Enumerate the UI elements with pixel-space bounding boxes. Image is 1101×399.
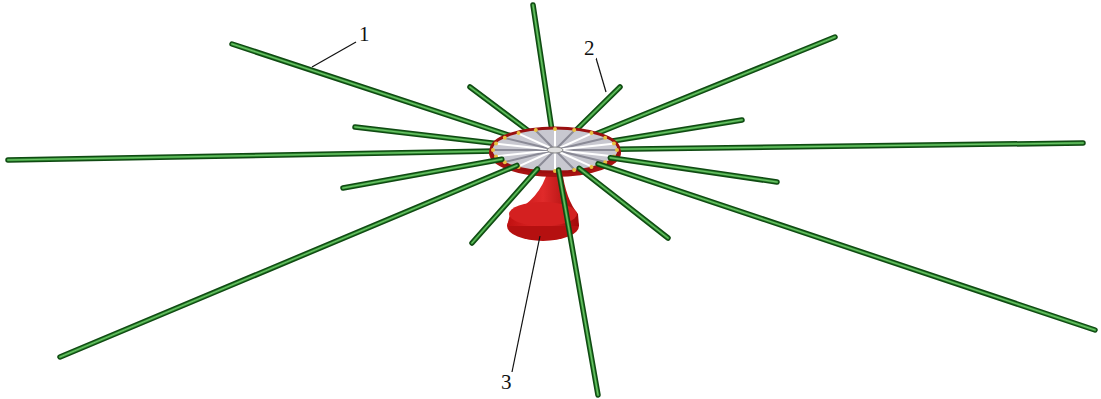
radial-rod xyxy=(559,170,598,395)
rod-stroke xyxy=(559,170,598,395)
radial-rod xyxy=(472,169,537,243)
rod-stroke xyxy=(579,168,668,238)
rod-mount xyxy=(589,165,593,169)
rod-stroke xyxy=(472,169,537,243)
rod-stroke xyxy=(60,165,517,357)
radial-rod xyxy=(60,165,517,357)
rod-stroke xyxy=(575,87,620,131)
radial-rod xyxy=(575,87,620,131)
rod-stroke xyxy=(343,159,502,188)
rod-mount xyxy=(603,136,607,140)
rod-mount xyxy=(572,128,576,132)
rod-stroke xyxy=(598,164,1095,330)
rod-stroke xyxy=(610,158,777,182)
radial-rod xyxy=(470,87,530,132)
rod-stroke xyxy=(559,170,598,395)
rod-stroke xyxy=(615,143,1083,149)
radial-rod xyxy=(343,159,502,188)
rod-stroke xyxy=(598,164,1095,330)
rod-stroke xyxy=(575,87,620,131)
rod-stroke xyxy=(472,169,537,243)
callout-number: 3 xyxy=(500,372,513,393)
rod-stroke xyxy=(343,159,502,188)
rods-front xyxy=(60,158,1095,395)
rod-stroke xyxy=(610,158,777,182)
leader-line xyxy=(512,236,540,372)
radial-rod xyxy=(610,158,777,182)
rod-stroke xyxy=(579,168,668,238)
rod-stroke xyxy=(559,170,598,395)
rod-stroke xyxy=(533,5,552,130)
rod-stroke xyxy=(575,87,620,131)
rod-mount xyxy=(553,127,557,131)
rod-mount xyxy=(517,131,521,135)
rod-stroke xyxy=(472,169,537,243)
rod-stroke xyxy=(355,127,498,144)
rod-mount xyxy=(491,148,495,152)
rod-stroke xyxy=(60,165,517,357)
rod-mount xyxy=(612,142,616,146)
rod-mount xyxy=(494,142,498,146)
radial-rod xyxy=(533,5,552,130)
rod-stroke xyxy=(8,151,495,160)
disk-center xyxy=(547,147,563,153)
rod-stroke xyxy=(8,151,495,160)
rod-stroke xyxy=(470,87,530,132)
rod-stroke xyxy=(343,159,502,188)
leader-line xyxy=(312,42,356,67)
rod-stroke xyxy=(355,127,498,144)
rod-stroke xyxy=(598,164,1095,330)
rod-stroke xyxy=(609,120,742,142)
rod-stroke xyxy=(470,87,530,132)
rod-stroke xyxy=(609,120,742,142)
rod-stroke xyxy=(594,37,835,135)
rod-stroke xyxy=(355,127,498,144)
radial-rod xyxy=(8,151,495,160)
rod-mount xyxy=(503,136,507,140)
callout-number: 1 xyxy=(358,24,371,45)
rod-stroke xyxy=(8,151,495,160)
radial-rod xyxy=(355,127,498,144)
rod-stroke xyxy=(610,158,777,182)
rod-stroke xyxy=(594,37,835,135)
rod-stroke xyxy=(615,143,1083,149)
radial-rod xyxy=(615,143,1083,149)
rod-mount xyxy=(615,148,619,152)
rod-mount xyxy=(589,131,593,135)
rod-mount xyxy=(534,128,538,132)
rod-stroke xyxy=(533,5,552,130)
rod-stroke xyxy=(609,120,742,142)
rod-stroke xyxy=(579,168,668,238)
rod-stroke xyxy=(615,143,1083,149)
callout-number: 2 xyxy=(583,38,596,59)
rod-stroke xyxy=(594,37,835,135)
rod-mount xyxy=(572,168,576,172)
radial-rod xyxy=(598,164,1095,330)
disk-sector-line xyxy=(555,144,613,150)
radial-rod xyxy=(579,168,668,238)
leader-line xyxy=(596,58,606,92)
radial-rod xyxy=(594,37,835,135)
rod-stroke xyxy=(470,87,530,132)
radial-rod xyxy=(609,120,742,142)
rod-stroke xyxy=(60,165,517,357)
rod-stroke xyxy=(533,5,552,130)
